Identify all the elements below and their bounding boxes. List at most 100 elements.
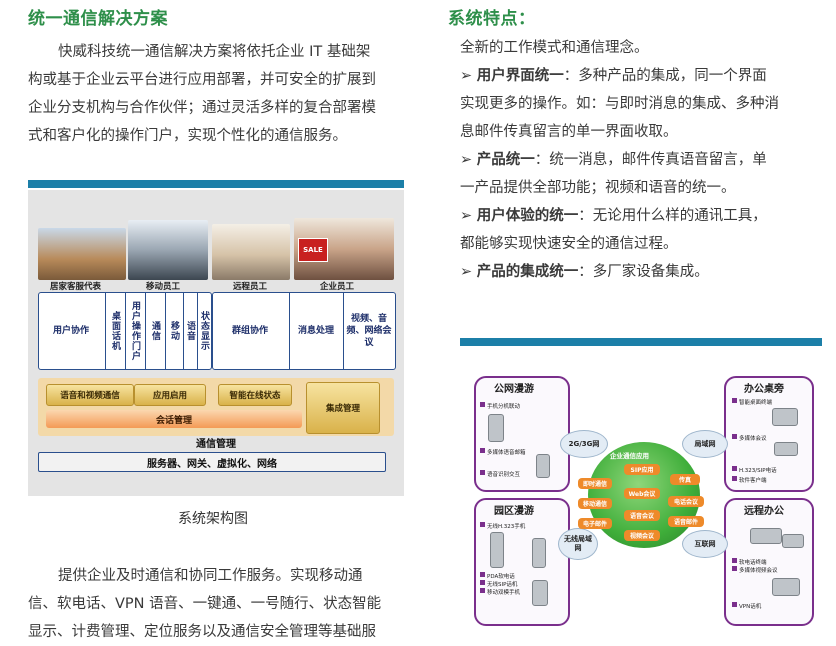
role-label: 企业员工 <box>320 282 355 292</box>
session-mgmt-bar: 会话管理 <box>46 410 302 428</box>
role-label: 远程员工 <box>233 282 268 292</box>
cloud-lan: 局域网 <box>682 430 728 458</box>
body-line: 显示、计费管理、定位服务以及通信安全管理等基础服 <box>28 624 376 640</box>
device-label: 无线H.323手机 <box>487 524 526 530</box>
diagram-caption: 系统架构图 <box>178 511 248 527</box>
role-label: 移动员工 <box>146 282 181 292</box>
divider <box>289 293 290 369</box>
vertical-item: 桌面话机 <box>110 311 120 351</box>
body-line: 信、软电话、VPN 语音、一键通、一号随行、状态智能 <box>28 596 382 612</box>
integration-mgmt-box: 集成管理 <box>306 382 380 434</box>
device-label: 移动双模手机 <box>487 590 521 596</box>
bullet-icon <box>732 466 737 471</box>
vertical-item: 语音 <box>185 321 195 341</box>
feature-text: ：多种产品的集成，同一个界面 <box>563 68 767 84</box>
bullet-icon <box>480 580 485 585</box>
hub-item: Web会议 <box>624 488 660 499</box>
laptop-icon <box>750 528 782 544</box>
hub-item: SIP应用 <box>624 464 660 475</box>
hub-item: 移动通信 <box>578 498 612 509</box>
architecture-diagram: SALE 居家客服代表 移动员工 远程员工 企业员工 用户协作 桌面话机 用户操… <box>28 190 404 496</box>
for-sale-sign-icon: SALE <box>298 238 328 262</box>
left-divider-bar <box>28 180 404 188</box>
bullet-icon <box>732 602 737 607</box>
feature-text: 都能够实现快速安全的通信过程。 <box>460 236 678 252</box>
bullet-icon <box>732 476 737 481</box>
vertical-item: 通信 <box>150 321 160 341</box>
group-collab-label: 群组协作 <box>231 326 268 336</box>
phone-icon <box>488 414 504 442</box>
device-label: PDA软电话 <box>487 574 515 580</box>
divider <box>183 293 184 369</box>
bullet-icon: ➢ <box>460 68 473 84</box>
device-label: 多媒体视频会议 <box>739 568 778 574</box>
feature-text: 一产品提供全部功能；视频和语音的统一。 <box>460 180 736 196</box>
device-label: 手机分机联动 <box>487 404 521 410</box>
intro-line: 快威科技统一通信解决方案将依托企业 IT 基础架 <box>58 44 371 60</box>
conference-phone-icon <box>774 442 798 456</box>
intro-line: 式和客户化的操作门户，实现个性化的通信服务。 <box>28 128 347 144</box>
feature-title: 用户体验的统一 <box>476 208 579 224</box>
device-label: VPN话机 <box>739 604 762 610</box>
bullet-icon <box>732 398 737 403</box>
bullet-icon: ➢ <box>460 264 473 280</box>
hub-title: 企业通信应用 <box>610 452 649 460</box>
wireless-phone-icon <box>532 538 546 568</box>
feature-text: 息邮件传真留言的单一界面收取。 <box>460 124 678 140</box>
bullet-icon <box>480 572 485 577</box>
device-label: H.323/SIP电话 <box>739 468 777 474</box>
phone-icon <box>536 454 550 478</box>
right-divider-bar <box>460 338 822 346</box>
hub-item: 电话会议 <box>668 496 704 507</box>
desk-phone-icon <box>772 408 798 426</box>
feature-title: 产品统一 <box>476 152 535 168</box>
intro-line: 构或基于企业云平台进行应用部署，并可安全的扩展到 <box>28 72 376 88</box>
network-diagram: 公网漫游 手机分机联动 多媒体语音邮箱 语音识别交互 办公桌旁 智能桌面终端 多… <box>460 358 822 628</box>
hub-item: 语音会议 <box>624 510 660 521</box>
bullet-icon: ➢ <box>460 208 473 224</box>
region-office-desk <box>724 376 814 492</box>
device-label: 无线SIP话机 <box>487 582 518 588</box>
hub-item: 传真 <box>670 474 700 485</box>
collab-box-right: 群组协作 消息处理 视频、音频、网络会议 <box>212 292 396 370</box>
cloud-wlan: 无线局域网 <box>558 528 598 560</box>
feature-item: ➢ 用户界面统一：多种产品的集成，同一个界面 <box>460 62 832 90</box>
device-label: 多媒体会议 <box>739 436 767 442</box>
region-title: 办公桌旁 <box>744 384 784 395</box>
device-label: 语音识别交互 <box>487 472 521 478</box>
bullet-icon <box>732 434 737 439</box>
hub-item: 视频会议 <box>624 530 660 541</box>
photo-mobile-worker <box>128 220 208 280</box>
vertical-item: 状态显示 <box>199 311 209 351</box>
device-label: 智能桌面终端 <box>739 400 773 406</box>
hub-item: 语音邮件 <box>668 516 704 527</box>
right-heading: 系统特点： <box>448 9 536 29</box>
feature-text: ：无论用什么样的通讯工具， <box>578 208 767 224</box>
feature-item: ➢ 产品统一：统一消息，邮件传真语音留言，单 <box>460 146 832 174</box>
feature-title: 产品的集成统一 <box>476 264 579 280</box>
feature-item: ➢ 用户体验的统一：无论用什么样的通讯工具， <box>460 202 832 230</box>
bullet-icon <box>732 558 737 563</box>
feature-text: ：多厂家设备集成。 <box>578 264 709 280</box>
user-collab-label: 用户协作 <box>52 326 89 336</box>
feature-title: 用户界面统一 <box>476 68 564 84</box>
photo-remote-worker <box>212 224 290 280</box>
left-intro: 快威科技统一通信解决方案将依托企业 IT 基础架 构或基于企业云平台进行应用部署… <box>28 38 418 150</box>
bullet-icon <box>480 402 485 407</box>
pda-icon <box>532 580 548 606</box>
intro-line: 企业分支机构与合作伙伴；通过灵活多样的复合部署模 <box>28 100 376 116</box>
infra-bar: 服务器、网关、虚拟化、网络 <box>38 452 386 472</box>
device-label: 多媒体语音邮箱 <box>487 450 526 456</box>
features-block: 全新的工作模式和通信理念。 ➢ 用户界面统一：多种产品的集成，同一个界面 实现更… <box>460 34 832 286</box>
divider <box>105 293 106 369</box>
voice-video-box: 语音和视频通信 <box>46 384 134 406</box>
left-heading: 统一通信解决方案 <box>28 9 168 29</box>
bullet-icon <box>732 566 737 571</box>
wireless-phone-icon <box>490 532 504 568</box>
feature-text: 实现更多的操作。如：与即时消息的集成、多种消 <box>460 96 779 112</box>
bullet-icon <box>480 448 485 453</box>
hub-item: 即时通信 <box>578 478 612 489</box>
device-label: 软电话终端 <box>739 560 767 566</box>
bullet-icon <box>480 522 485 527</box>
divider <box>165 293 166 369</box>
